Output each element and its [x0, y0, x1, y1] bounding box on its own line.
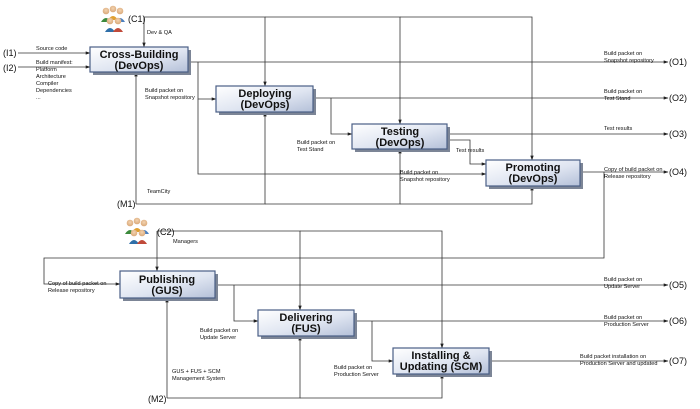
box-delivering-line1: Delivering — [279, 312, 332, 324]
label-o5-line: Build packet on — [604, 277, 642, 283]
label-m2-line: Management System — [172, 376, 225, 382]
box-delivering: Delivering (FUS) — [257, 309, 357, 339]
input-i1: (I1) — [3, 48, 17, 58]
input-i2: (I2) — [3, 63, 17, 73]
label-o4-line: Release repository — [604, 174, 651, 180]
box-testing: Testing (DevOps) — [351, 123, 450, 152]
label-o5: Build packet on Update Server — [604, 277, 642, 290]
label-o6-line: Production Server — [604, 322, 649, 328]
box-publishing-line1: Publishing — [139, 274, 195, 286]
manifest-line: Build manifest: — [36, 60, 73, 66]
label-prod-line: Production Server — [334, 372, 379, 378]
label-o7-line: Build packet installation on — [580, 354, 646, 360]
label-snapshot-in: Build packet on Snapshot repository — [145, 88, 195, 101]
box-installing: Installing & Updating (SCM) — [392, 347, 492, 377]
label-o1-line: Snapshot repository — [604, 58, 654, 64]
label-o2-line: Test Stand — [604, 96, 630, 102]
output-o5: (O5) — [669, 280, 687, 290]
label-source-code: Source code — [36, 46, 67, 52]
box-cross-building: Cross-Building (DevOps) — [89, 46, 191, 75]
box-deploying-line1: Deploying — [238, 88, 291, 100]
output-o7: (O7) — [669, 356, 687, 366]
box-cross-building-line2: (DevOps) — [115, 60, 164, 72]
manifest-line: Architecture — [36, 74, 66, 80]
label-teamcity: TeamCity — [147, 189, 171, 195]
label-o7: Build packet installation on Production … — [580, 354, 657, 367]
box-deploying-line2: (DevOps) — [241, 99, 290, 111]
manifest-line: ... — [36, 95, 41, 101]
label-snapshot-line: Build packet on — [145, 88, 183, 94]
output-o2: (O2) — [669, 93, 687, 103]
label-update-line: Update Server — [200, 335, 236, 341]
label-o2: Build packet on Test Stand — [604, 89, 642, 102]
label-o1: Build packet on Snapshot repository — [604, 51, 654, 64]
control-c1: (C1) — [128, 14, 146, 24]
label-o3: Test results — [604, 126, 632, 132]
label-teststand-line: Build packet on — [297, 140, 335, 146]
label-o4-line: Copy of build packet on — [604, 167, 662, 173]
output-o1: (O1) — [669, 57, 687, 67]
box-promoting-line1: Promoting — [506, 162, 561, 174]
label-release-in: Copy of build packet on Release reposito… — [48, 281, 106, 294]
box-installing-line2: Updating (SCM) — [400, 361, 483, 373]
label-managers: Managers — [173, 239, 198, 245]
control-c2: (C2) — [157, 227, 175, 237]
label-snapshot-line: Snapshot repository — [145, 95, 195, 101]
label-teststand-in: Build packet on Test Stand — [297, 140, 335, 153]
label-m2-line: GUS + FUS + SCM — [172, 369, 221, 375]
mechanism-m1: (M1) — [117, 199, 136, 209]
box-cross-building-line1: Cross-Building — [100, 49, 179, 61]
box-publishing-line2: (GUS) — [151, 285, 183, 297]
manifest-line: Platform — [36, 67, 57, 73]
output-o3: (O3) — [669, 129, 687, 139]
output-o6: (O6) — [669, 316, 687, 326]
label-o1-line: Build packet on — [604, 51, 642, 57]
label-o4: Copy of build packet on Release reposito… — [604, 167, 662, 180]
people-icon-c1 — [101, 5, 125, 32]
connectors — [18, 16, 669, 399]
box-promoting-line2: (DevOps) — [509, 173, 558, 185]
label-snapshot2-line: Snapshot repository — [400, 177, 450, 183]
box-promoting: Promoting (DevOps) — [485, 159, 583, 189]
label-m2: GUS + FUS + SCM Management System — [172, 369, 225, 382]
label-o5-line: Update Server — [604, 284, 640, 290]
label-o6: Build packet on Production Server — [604, 315, 649, 328]
label-o6-line: Build packet on — [604, 315, 642, 321]
label-release-line: Copy of build packet on — [48, 281, 106, 287]
label-prod-line: Build packet on — [334, 365, 372, 371]
label-dev-qa: Dev & QA — [147, 30, 172, 36]
label-test-results-in: Test results — [456, 148, 484, 154]
box-delivering-line2: (FUS) — [291, 323, 321, 335]
box-deploying: Deploying (DevOps) — [215, 85, 316, 115]
label-update-in: Build packet on Update Server — [200, 328, 238, 341]
label-prod-in: Build packet on Production Server — [334, 365, 379, 378]
label-teststand-line: Test Stand — [297, 147, 323, 153]
label-o2-line: Build packet on — [604, 89, 642, 95]
box-installing-line1: Installing & — [411, 350, 470, 362]
output-o4: (O4) — [669, 167, 687, 177]
box-testing-line1: Testing — [381, 126, 419, 138]
manifest-line: Dependencies — [36, 88, 72, 94]
label-update-line: Build packet on — [200, 328, 238, 334]
label-snapshot-in2: Build packet on Snapshot repository — [400, 170, 450, 183]
label-build-manifest: Build manifest: Platform Architecture Co… — [36, 60, 73, 101]
people-icon-c2 — [125, 217, 149, 244]
box-testing-line2: (DevOps) — [376, 137, 425, 149]
box-publishing: Publishing (GUS) — [119, 270, 218, 301]
label-release-line: Release repository — [48, 288, 95, 294]
mechanism-m2: (M2) — [148, 394, 167, 404]
label-snapshot2-line: Build packet on — [400, 170, 438, 176]
manifest-line: Compiler — [36, 81, 59, 87]
label-o7-line: Production Server and updated — [580, 361, 657, 367]
